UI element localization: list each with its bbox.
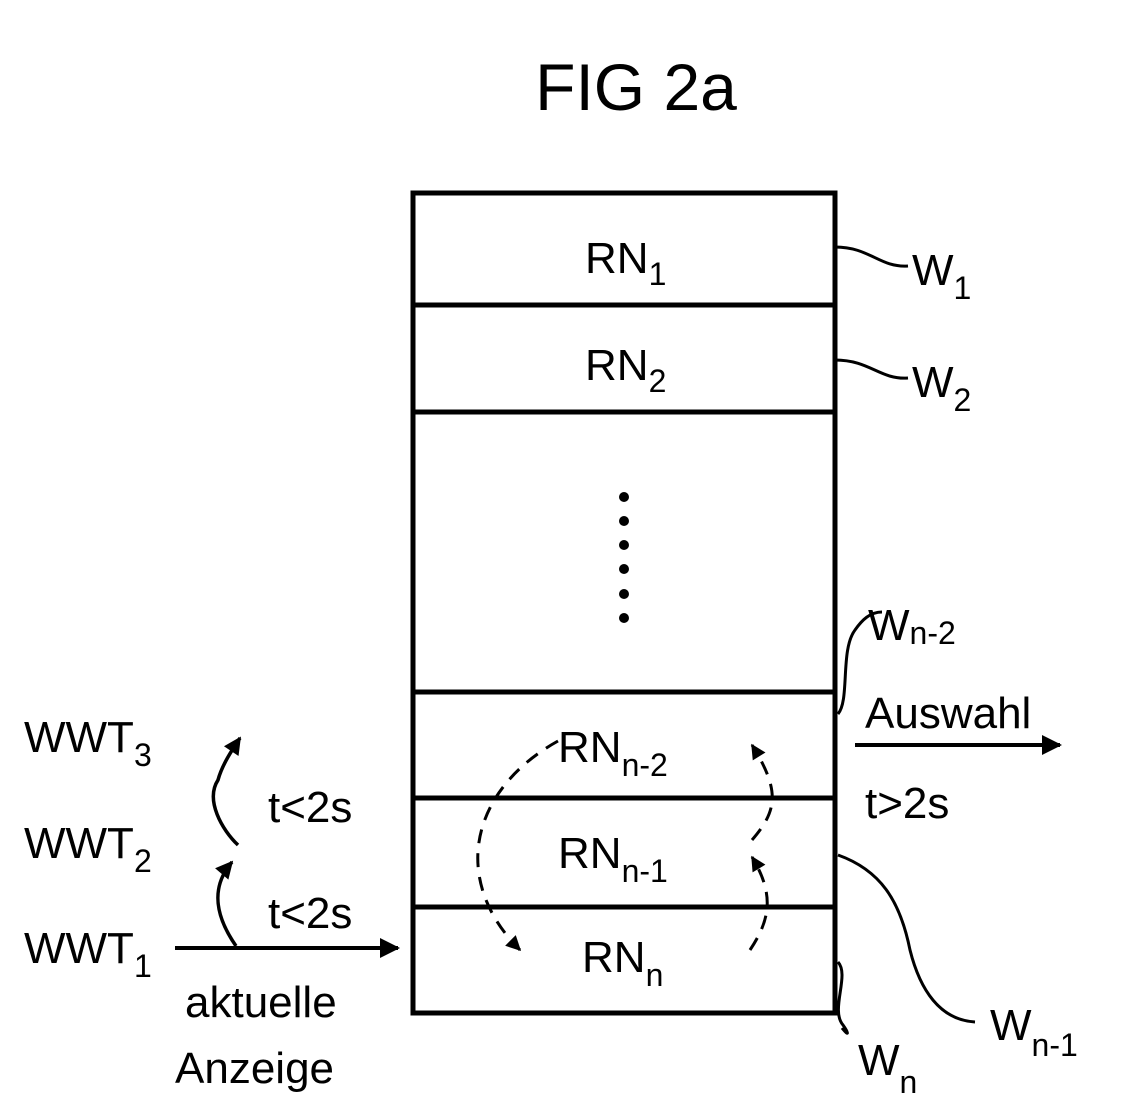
- svg-text:RN2: RN2: [585, 341, 666, 399]
- svg-text:RNn-2: RNn-2: [558, 723, 668, 783]
- leader-w2: [835, 360, 908, 378]
- step-arrow-wwt1-to-wwt2: [218, 862, 236, 946]
- wwt-2-label: WWT2: [24, 819, 152, 879]
- leader-w1: [835, 247, 908, 266]
- dashed-arrow-up-n: [750, 857, 767, 950]
- svg-text:RNn-1: RNn-1: [558, 829, 668, 889]
- leader-wn-1: [838, 855, 975, 1022]
- ref-w1: W1: [912, 246, 971, 306]
- ref-w2: W2: [912, 358, 971, 418]
- timing-label-upper: t<2s: [268, 783, 352, 832]
- cell-rn-n-1: RNn-1: [558, 829, 668, 889]
- current-display-label-line2: Anzeige: [175, 1044, 334, 1093]
- selection-label: Auswahl: [865, 689, 1031, 738]
- ref-wn-2: Wn-2: [868, 601, 956, 651]
- timing-label-lower: t<2s: [268, 889, 352, 938]
- stack-frame: [413, 193, 835, 1013]
- ref-wn-1: Wn-1: [990, 1001, 1078, 1063]
- dashed-arrow-up-n-1: [752, 745, 772, 840]
- svg-text:RNn: RNn: [582, 933, 663, 993]
- svg-text:RN1: RN1: [585, 234, 666, 292]
- selection-timing: t>2s: [865, 779, 949, 828]
- figure-title: FIG 2a: [535, 50, 737, 124]
- current-display-label-line1: aktuelle: [185, 978, 337, 1027]
- step-arrow-wwt2-to-wwt3: [213, 738, 240, 845]
- leader-wn: [838, 962, 847, 1033]
- cell-rn-2: RN2: [585, 341, 666, 399]
- ellipsis-dots: [619, 492, 629, 623]
- ref-wn: Wn: [858, 1036, 917, 1100]
- wwt-1-label: WWT1: [24, 924, 152, 984]
- dashed-arrow-down: [478, 741, 558, 950]
- cell-rn-n: RNn: [582, 933, 663, 993]
- wwt-3-label: WWT3: [24, 713, 152, 773]
- cell-rn-n-2: RNn-2: [558, 723, 668, 783]
- cell-rn-1: RN1: [585, 234, 666, 292]
